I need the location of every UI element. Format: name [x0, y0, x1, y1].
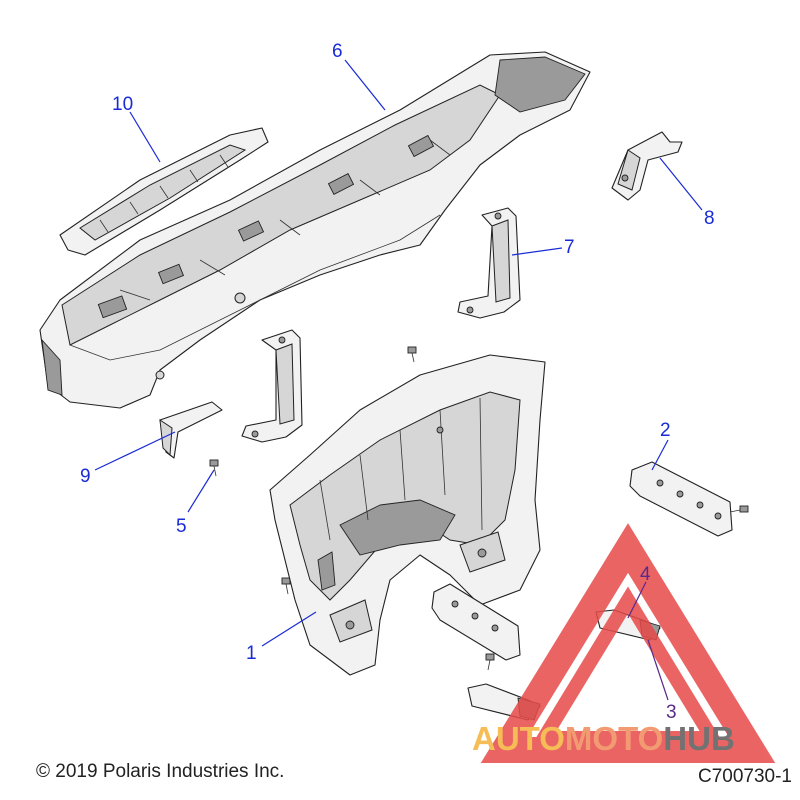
- part-7-bracket: [457, 207, 521, 319]
- callout-9: 9: [80, 466, 91, 487]
- part-8-bracket: [611, 131, 683, 201]
- watermark-moto: MOTO: [565, 720, 663, 757]
- watermark-auto: AUTO: [472, 720, 565, 757]
- callout-7: 7: [564, 237, 575, 258]
- callout-8: 8: [704, 208, 715, 229]
- bolt-icon: [407, 346, 417, 363]
- part-9-bracket: [159, 401, 223, 459]
- copyright-text: © 2019 Polaris Industries Inc.: [36, 761, 285, 782]
- part-6-fascia: [39, 51, 591, 409]
- figure-id: C700730-1: [697, 766, 792, 787]
- callout-6: 6: [332, 41, 343, 62]
- callout-10: 10: [112, 94, 133, 115]
- callout-1: 1: [246, 643, 257, 664]
- part-1-panel: [269, 354, 546, 676]
- svg-text:AUTOMOTOHUB: AUTOMOTOHUB: [472, 720, 735, 757]
- bolt-icon: [209, 459, 219, 477]
- bolt-icon: [281, 577, 291, 595]
- part-7-bracket-left: [241, 329, 303, 443]
- part-2-bracket-center: [431, 583, 521, 661]
- callout-5: 5: [176, 516, 187, 537]
- watermark-hub: HUB: [663, 720, 735, 757]
- watermark-logo: AUTOMOTOHUB: [472, 523, 776, 763]
- leader-lines: [94, 59, 703, 701]
- callout-4: 4: [640, 564, 651, 585]
- bolt-icon: [485, 653, 495, 671]
- part-10-trim: [59, 127, 269, 256]
- bolt-icon: [729, 505, 749, 513]
- callout-2: 2: [660, 420, 671, 441]
- part-2-bracket: [629, 461, 733, 537]
- callout-3: 3: [666, 702, 677, 723]
- callout-labels: 1 2 3 4 5 6 7 8 9 10: [80, 41, 715, 723]
